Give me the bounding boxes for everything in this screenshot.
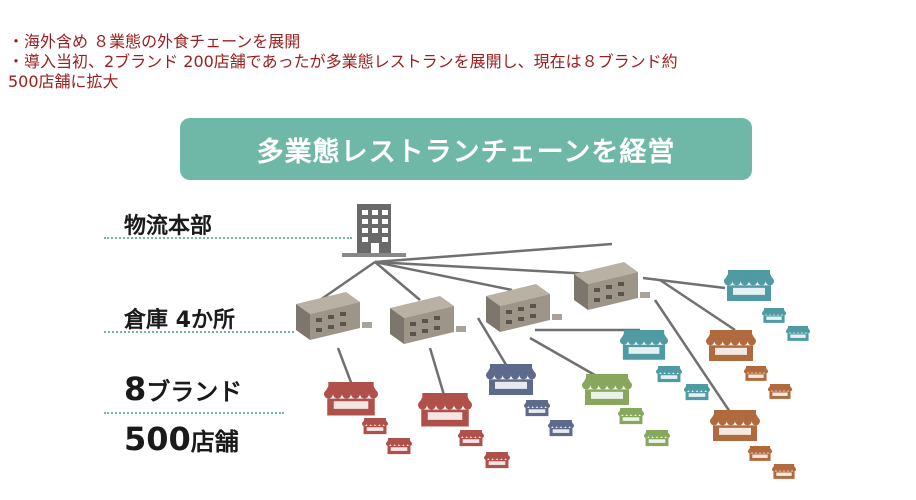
store-icon	[724, 270, 774, 301]
line-wh4-orange2	[653, 299, 732, 413]
warehouse-icons	[296, 262, 650, 344]
store-icon	[748, 446, 772, 461]
store-icon	[548, 420, 574, 437]
store-icon	[324, 382, 378, 416]
store-count-number: 500	[124, 420, 191, 458]
store-icon	[484, 452, 511, 469]
bullet-2: ・導入当初、2ブランド 200店舗であったが多業態レストランを展開し、現在は８ブ…	[8, 52, 678, 71]
line-wh3-green	[529, 336, 601, 380]
hq-building-icon	[342, 204, 406, 257]
store-icon	[362, 418, 389, 435]
line-hq-wh1	[319, 260, 376, 302]
store-icon	[772, 464, 796, 479]
line-hq-wh2	[374, 261, 421, 301]
line-hq-wh3	[374, 260, 513, 292]
brand-count-label: 8ブランド	[124, 370, 242, 408]
title-banner: 多業態レストランチェーンを経営	[180, 118, 752, 180]
store-icons	[324, 270, 810, 479]
store-icon	[762, 308, 786, 323]
store-icon	[706, 330, 756, 361]
line-wh4-teal-top	[642, 276, 726, 290]
warehouse-3-icon	[486, 284, 562, 332]
store-icon	[386, 438, 413, 455]
bullet-1: ・海外含め ８業態の外食チェーンを展開	[8, 32, 301, 51]
store-icon	[768, 384, 792, 399]
store-icon	[524, 400, 550, 417]
store-count-unit: 店舗	[190, 428, 239, 456]
line-wh2-red2	[428, 347, 446, 396]
store-icon	[786, 326, 810, 341]
hq-label: 物流本部	[124, 214, 213, 239]
summary-bullets: ・海外含め ８業態の外食チェーンを展開 ・導入当初、2ブランド 200店舗であっ…	[8, 32, 908, 92]
line-hq-top	[374, 242, 613, 264]
line-wh1-red1	[336, 347, 354, 386]
store-icon	[620, 330, 668, 360]
store-icon	[486, 364, 536, 395]
store-icon	[458, 430, 485, 447]
store-icon	[684, 384, 710, 401]
warehouse-1-icon	[296, 292, 372, 340]
line-wh3-blue	[476, 317, 510, 369]
store-icon	[644, 430, 670, 447]
warehouse-2-icon	[390, 296, 466, 344]
bullet-3: 500店舗に拡大	[8, 72, 119, 91]
connection-lines	[319, 242, 736, 413]
warehouse-dotted-line	[104, 331, 294, 333]
line-hq-wh4	[374, 260, 611, 277]
store-count-label: 500店舗	[124, 420, 239, 458]
brand-count-unit: ブランド	[146, 378, 243, 406]
store-icon	[618, 408, 644, 425]
hq-dotted-line	[104, 237, 352, 239]
brand-count-number: 8	[124, 370, 147, 408]
store-icon	[744, 366, 768, 381]
warehouse-4-icon	[574, 262, 650, 310]
store-icon	[656, 366, 682, 383]
brand-dotted-line	[104, 412, 284, 414]
store-icon	[582, 374, 632, 405]
warehouse-label: 倉庫 4か所	[124, 308, 235, 333]
line-wh4-orange	[659, 278, 736, 332]
store-icon	[418, 393, 472, 427]
store-icon	[710, 410, 760, 441]
